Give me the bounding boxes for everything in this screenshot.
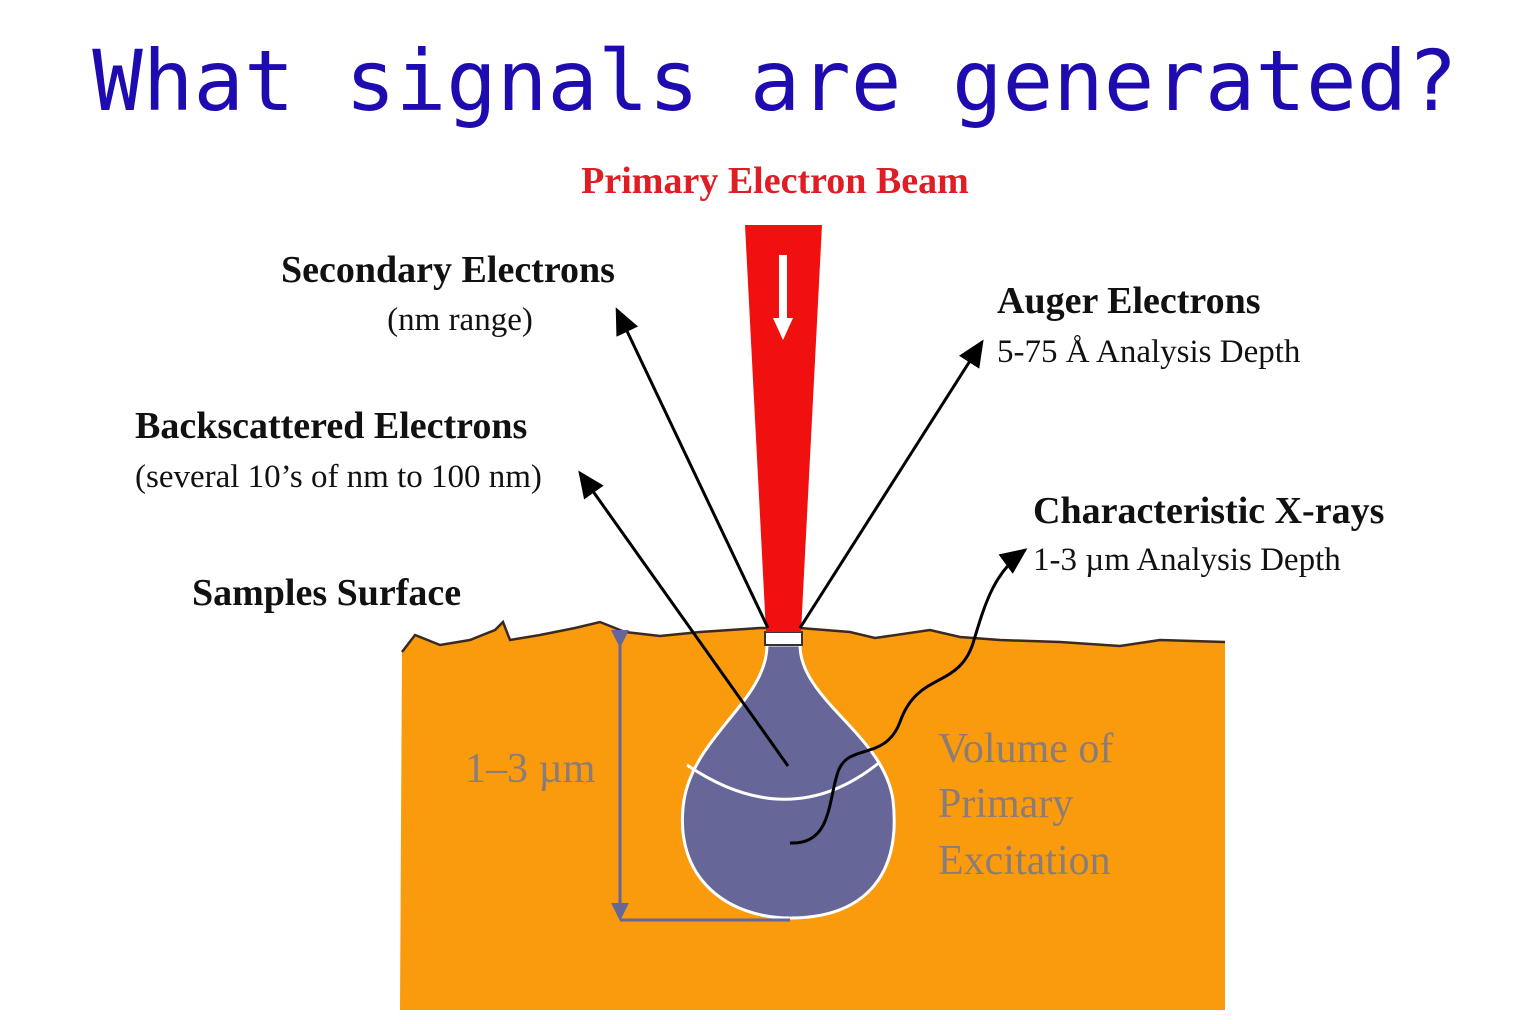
- secondary-label: Secondary Electrons: [281, 249, 615, 291]
- interaction-volume: [681, 643, 896, 920]
- volume-label-line-2: Primary: [938, 781, 1073, 827]
- xrays-detail: 1-3 µm Analysis Depth: [1033, 542, 1341, 578]
- primary-beam: [745, 225, 822, 632]
- xrays-label: Characteristic X-rays: [1033, 490, 1384, 532]
- surface-label: Samples Surface: [192, 572, 461, 614]
- volume-label-line-3: Excitation: [938, 838, 1111, 884]
- volume-boundary-arc: [686, 760, 881, 801]
- beam-spot: [764, 631, 803, 646]
- secondary-arrow: [615, 307, 770, 629]
- auger-detail: 5-75 Å Analysis Depth: [997, 333, 1301, 370]
- page-title: What signals are generated?: [92, 32, 1457, 130]
- xray-arrow: [789, 548, 1028, 845]
- backscattered-arrow: [578, 470, 790, 767]
- auger-label: Auger Electrons: [997, 280, 1261, 322]
- secondary-detail: (nm range): [387, 302, 533, 338]
- depth-label: 1–3 µm: [465, 746, 596, 792]
- beam-label: Primary Electron Beam: [581, 160, 969, 202]
- auger-arrow: [798, 339, 984, 629]
- sample-surface-line: [401, 619, 1226, 653]
- backscattered-detail: (several 10’s of nm to 100 nm): [135, 459, 542, 495]
- volume-label-line-1: Volume of: [938, 726, 1113, 772]
- backscattered-label: Backscattered Electrons: [135, 405, 527, 447]
- beam-direction-arrow-icon: [773, 255, 793, 340]
